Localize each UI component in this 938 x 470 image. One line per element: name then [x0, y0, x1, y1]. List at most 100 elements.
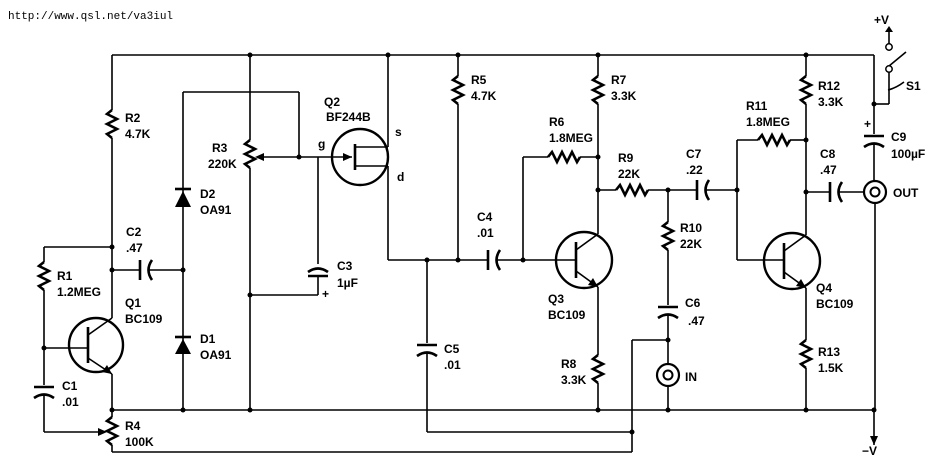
- pins-source-label: s: [395, 125, 402, 139]
- components-d2-ref-label: D2: [200, 187, 216, 201]
- components-r13-value-label: 1.5K: [818, 361, 844, 375]
- capacitor-c2: C2 .47: [109, 225, 186, 281]
- components-r10-ref-label: R10: [680, 221, 702, 235]
- components-r2-value-label: 4.7K: [125, 127, 151, 141]
- negative-rail: [112, 409, 878, 445]
- capacitor-c6: C6 .47: [657, 296, 705, 363]
- components-r11-ref-label: R11: [746, 99, 768, 113]
- capacitor-c4: C4 .01: [477, 210, 556, 271]
- components-r2-ref-label: R2: [125, 111, 141, 125]
- components-c9-value-label: 100µF: [891, 147, 925, 161]
- components-c8-ref-label: C8: [820, 147, 836, 161]
- components-r6-ref-label: R6: [549, 115, 565, 129]
- diode-d1: D1 OA91: [175, 332, 232, 362]
- components-c9-ref-label: C9: [891, 130, 907, 144]
- capacitor-c7: C7 .22: [686, 147, 737, 201]
- components-c4-ref-label: C4: [477, 210, 493, 224]
- components-q1-value-label: BC109: [125, 312, 163, 326]
- components-c8-value-label: .47: [820, 163, 837, 177]
- components-r3-value-label: 220K: [208, 157, 237, 171]
- components-r8-ref-label: R8: [561, 357, 577, 371]
- components-q4-value-label: BC109: [816, 297, 854, 311]
- pins-plus-label: +: [322, 287, 329, 301]
- pins-gate-label: g: [318, 137, 325, 151]
- components-r4-ref-label: R4: [125, 419, 141, 433]
- components-r1-value-label: 1.2MEG: [57, 285, 101, 299]
- capacitor-c1: C1 .01: [33, 379, 79, 432]
- components-c5-value-label: .01: [444, 358, 461, 372]
- components-r4-value-label: 100K: [125, 435, 154, 449]
- potentiometer-r3: R3 220K: [208, 55, 318, 410]
- components-q2-value-label: BF244B: [326, 110, 371, 124]
- components-q1-ref-label: Q1: [125, 296, 141, 310]
- transistor-q1: Q1 BC109: [41, 296, 163, 410]
- components-r9-ref-label: R9: [618, 151, 634, 165]
- resistor-r1: R1 1.2MEG: [36, 247, 101, 385]
- components-r1-ref-label: R1: [57, 269, 73, 283]
- capacitor-c5: C5 .01: [416, 260, 632, 433]
- components-c1-ref-label: C1: [62, 379, 78, 393]
- components-r10-value-label: 22K: [680, 237, 702, 251]
- components-c5-ref-label: C5: [444, 342, 460, 356]
- components-r8-value-label: 3.3K: [561, 373, 587, 387]
- components-r5-ref-label: R5: [471, 73, 487, 87]
- resistor-r5: R5 4.7K: [450, 55, 497, 260]
- components-c4-value-label: .01: [477, 226, 494, 240]
- components-c6-ref-label: C6: [685, 296, 701, 310]
- resistor-r7: R7 3.3K: [590, 55, 637, 234]
- transistor-q3: Q3 BC109: [548, 230, 614, 355]
- components-d2-value-label: OA91: [200, 203, 232, 217]
- diode-d2: D2 OA91: [175, 187, 232, 217]
- resistor-r2: R2 4.7K: [104, 55, 151, 315]
- components-r6-value-label: 1.8MEG: [549, 131, 593, 145]
- components-c1-value-label: .01: [62, 395, 79, 409]
- resistor-r10: R10 22K: [660, 190, 702, 305]
- components-c6-value-label: .47: [688, 314, 705, 328]
- positive-rail: [112, 54, 875, 104]
- pins-drain-label: d: [397, 170, 404, 184]
- components-r12-ref-label: R12: [818, 79, 840, 93]
- transistor-q4: Q4 BC109: [737, 231, 854, 340]
- resistor-r8: R8 3.3K: [561, 353, 606, 410]
- components-r9-value-label: 22K: [618, 167, 640, 181]
- components-c7-value-label: .22: [686, 163, 703, 177]
- components-r7-value-label: 3.3K: [611, 89, 637, 103]
- components-c3-ref-label: C3: [337, 259, 353, 273]
- components-q4-ref-label: Q4: [816, 281, 832, 295]
- supply-switch-s1: +V S1: [874, 13, 921, 105]
- components-r7-ref-label: R7: [611, 73, 627, 87]
- resistor-r11: R11 1.8MEG: [736, 99, 806, 260]
- capacitor-c9: + C9 100µF: [863, 104, 925, 181]
- components-r12-value-label: 3.3K: [818, 95, 844, 109]
- capacitor-c3: + C3 1µF: [307, 157, 358, 301]
- s1-label: S1: [906, 79, 921, 93]
- minus-v-label: −V: [862, 444, 877, 458]
- components-r5-value-label: 4.7K: [471, 89, 497, 103]
- connectors-input-label: IN: [685, 370, 697, 384]
- resistor-r13: R13 1.5K: [798, 338, 844, 410]
- plus-v-label: +V: [874, 13, 889, 27]
- components-c7-ref-label: C7: [686, 147, 702, 161]
- components-r11-value-label: 1.8MEG: [746, 115, 790, 129]
- resistor-r12: R12 3.3K: [798, 55, 844, 235]
- components-d1-ref-label: D1: [200, 332, 216, 346]
- connectors-output-label: OUT: [893, 186, 919, 200]
- components-r13-ref-label: R13: [818, 345, 840, 359]
- capacitor-c8: C8 .47: [806, 147, 864, 203]
- components-c2-value-label: .47: [126, 241, 143, 255]
- fet-q2: Q2 BF244B g s d: [318, 55, 404, 260]
- potentiometer-r4: R4 100K: [44, 410, 154, 452]
- pins-plus-label: +: [864, 117, 871, 131]
- source-url: http://www.qsl.net/va3iul: [8, 11, 173, 23]
- resistor-r9: R9 22K: [598, 151, 697, 198]
- components-r3-ref-label: R3: [212, 141, 228, 155]
- components-q2-ref-label: Q2: [324, 95, 340, 109]
- input-connector: IN: [655, 362, 697, 410]
- components-d1-value-label: OA91: [200, 348, 232, 362]
- resistor-r6: R6 1.8MEG: [522, 115, 598, 260]
- components-c3-value-label: 1µF: [337, 276, 358, 290]
- components-q3-value-label: BC109: [548, 308, 586, 322]
- output-connector: OUT: [862, 179, 919, 410]
